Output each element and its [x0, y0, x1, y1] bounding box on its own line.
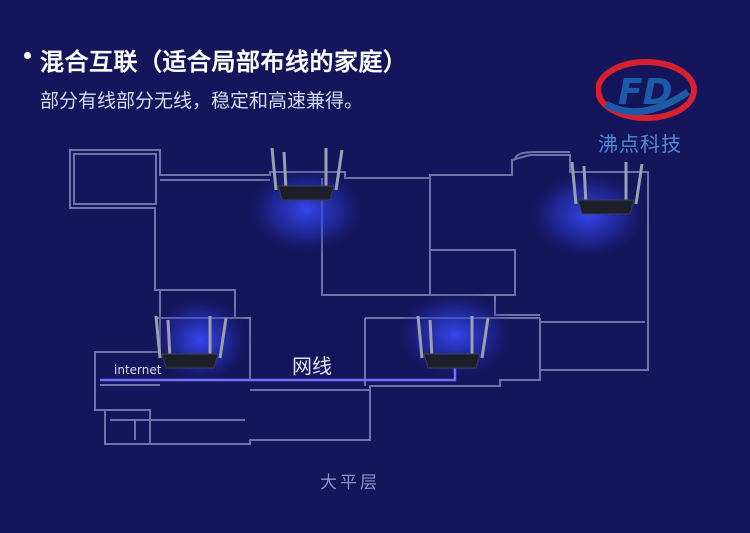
page-subtitle: 部分有线部分无线，稳定和高速兼得。: [40, 90, 364, 112]
ethernet-cable: [100, 368, 457, 382]
page-title: 混合互联（适合局部布线的家庭）: [40, 48, 408, 76]
internet-label: internet: [114, 363, 162, 377]
wifi-signal-icon: [244, 164, 368, 256]
router-icon: [270, 147, 344, 201]
company-name: 沸点科技: [598, 132, 682, 156]
router-icon: [154, 315, 228, 369]
router-icon: [570, 161, 644, 215]
logo-letters: FD: [618, 72, 672, 113]
wifi-signal-icon: [526, 169, 650, 261]
cable-label: 网线: [292, 354, 332, 378]
wifi-signal-icon: [393, 289, 517, 381]
floor-label: 大平层: [320, 473, 380, 493]
wifi-signal-icon: [148, 294, 252, 386]
bullet-dot-icon: [24, 52, 31, 59]
company-logo-icon: FD: [596, 59, 697, 121]
router-icon: [416, 315, 490, 369]
